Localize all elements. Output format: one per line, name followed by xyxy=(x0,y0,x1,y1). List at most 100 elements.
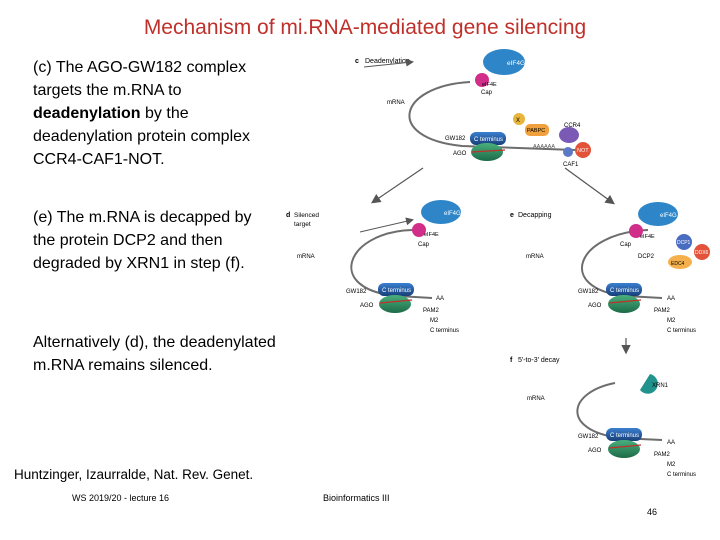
panel-c-mrna-label: mRNA xyxy=(387,100,405,106)
panel-c-caf1-label: CAF1 xyxy=(563,162,579,168)
panel-c-letter: c xyxy=(355,58,359,65)
panel-d-pam2-label: PAM2 xyxy=(423,308,440,314)
panel-c-x-label: X xyxy=(516,118,520,124)
panel-c-eif4e xyxy=(475,73,489,87)
panel-c-ccr4 xyxy=(559,127,579,143)
panel-c-ccr4-label: CCR4 xyxy=(564,123,581,129)
arrow-c-to-e xyxy=(564,167,615,205)
panel-c-not-label: NOT xyxy=(577,148,589,154)
panel-c-eif4e-label: eIF4E xyxy=(482,82,497,88)
panel-e-ddx6 xyxy=(694,244,710,260)
panel-e-dcp2-label: DCP2 xyxy=(638,254,655,260)
panel-c-pointer-arrow xyxy=(363,58,414,68)
panel-f-ago xyxy=(608,440,640,458)
panel-d-title-line1: Silenced xyxy=(294,212,319,219)
arrow-c-to-d xyxy=(371,167,424,204)
panel-d-mirna xyxy=(379,299,413,304)
panel-d-gw182-label: GW182 xyxy=(346,289,367,295)
panel-e-edc4-label: EDC4 xyxy=(671,261,685,267)
panel-c-mrna-strand xyxy=(408,81,576,151)
panel-d-silenced: d Silenced target eIF4G eIF4E Cap mRNA C… xyxy=(286,200,461,334)
panel-f-cterm-label: C terminus xyxy=(667,472,696,478)
panel-e-m2-label: M2 xyxy=(667,318,676,324)
panel-f-xrn1-label: XRN1 xyxy=(652,383,669,389)
panel-f-gw182 xyxy=(606,428,642,441)
panel-d-c-terminus-label: C terminus xyxy=(382,288,411,294)
panel-e-edc4 xyxy=(668,255,692,269)
panel-c-cap-label: Cap xyxy=(481,90,493,96)
panel-c-polya-label: AAAAAA xyxy=(533,144,555,150)
panel-d-m2-label: M2 xyxy=(430,318,439,324)
panel-e-ddx6-label: DDX6 xyxy=(695,250,709,256)
panel-d-title-line2: target xyxy=(294,221,311,228)
panel-c-gw182 xyxy=(470,132,506,145)
panel-f-letter: f xyxy=(510,357,513,364)
panel-c-deadenylation: c Deadenylation eIF4G eIF4E Cap mRNA C t… xyxy=(355,49,591,168)
panel-c-not xyxy=(575,142,591,158)
panel-d-ago-label: AGO xyxy=(360,303,374,309)
panel-d-letter: d xyxy=(286,212,290,219)
citation: Huntzinger, Izaurralde, Nat. Rev. Genet. xyxy=(14,467,254,482)
panel-c-caf1 xyxy=(563,147,573,157)
panel-e-c-terminus-label: C terminus xyxy=(610,288,639,294)
panel-c-gw182-label: GW182 xyxy=(445,136,466,142)
panel-f-title: 5′-to-3′ decay xyxy=(518,357,560,364)
panel-e-decapping: e Decapping eIF4G eIF4E Cap DCP1 DDX6 ED… xyxy=(510,202,710,334)
panel-e-dcp1-label: DCP1 xyxy=(677,240,691,246)
panel-d-mrna-label: mRNA xyxy=(297,254,315,260)
panel-e-eif4e-label: eIF4E xyxy=(640,234,655,240)
panel-e-gw182 xyxy=(606,283,642,296)
slide-title: Mechanism of mi.RNA-mediated gene silenc… xyxy=(143,16,587,39)
panel-e-dcp1 xyxy=(676,234,692,250)
panel-c-title: Deadenylation xyxy=(365,58,410,65)
paragraph-silenced: Alternatively (d), the deadenylated m.RN… xyxy=(33,334,276,374)
panel-e-mirna xyxy=(608,299,642,304)
panel-f-gw182-label: GW182 xyxy=(578,434,599,440)
footer-topic: Bioinformatics III xyxy=(323,493,390,503)
footer-course: WS 2019/20 - lecture 16 xyxy=(72,493,170,503)
panel-e-pam2-label: PAM2 xyxy=(654,308,671,314)
p1-text-a: (c) The AGO-GW182 complex targets the m.… xyxy=(33,59,247,99)
panel-f-pam2-label: PAM2 xyxy=(654,452,671,458)
panel-c-pabpc xyxy=(525,124,549,136)
panel-c-c-terminus-label: C terminus xyxy=(474,137,503,143)
p1-text-b: by the deadenylation protein complex CCR… xyxy=(33,105,251,168)
panel-e-gw182-label: GW182 xyxy=(578,289,599,295)
panel-c-ago-label: AGO xyxy=(453,151,467,157)
panel-f-m2-label: M2 xyxy=(667,462,676,468)
panel-e-cterm-label: C terminus xyxy=(667,328,696,334)
panel-f-ago-label: AGO xyxy=(588,448,602,454)
panel-e-eif4e xyxy=(629,224,643,238)
panel-d-eif4e xyxy=(412,223,426,237)
panel-d-cterm-label: C terminus xyxy=(430,328,459,334)
panel-d-cap-label: Cap xyxy=(418,242,430,248)
paragraph-deadenylation: (c) The AGO-GW182 complex targets the m.… xyxy=(33,56,278,171)
panel-f-xrn1 xyxy=(640,374,658,394)
panel-d-aa-label: AA xyxy=(436,296,444,302)
panel-d-gw182 xyxy=(378,283,414,296)
panel-c-x-protein xyxy=(513,113,525,125)
panel-e-mrna-label: mRNA xyxy=(526,254,544,260)
p1-bold-term: deadenylation xyxy=(33,105,141,122)
panel-c-eif4g xyxy=(483,49,525,75)
panel-e-eif4g xyxy=(638,202,678,226)
panel-e-aa-label: AA xyxy=(667,296,675,302)
paragraph-decapping: (e) The m.RNA is decapped by the protein… xyxy=(33,209,252,272)
panel-f-mirna xyxy=(608,444,642,449)
panel-e-eif4g-label: eIF4G xyxy=(660,213,677,219)
panel-c-eif4g-label: eIF4G xyxy=(507,60,525,67)
panel-e-cap-label: Cap xyxy=(620,242,632,248)
panel-d-ago xyxy=(379,295,411,313)
panel-e-title: Decapping xyxy=(518,212,552,219)
panel-f-decay: f 5′-to-3′ decay XRN1 mRNA C terminus GW… xyxy=(510,357,696,478)
panel-d-eif4g-label: eIF4G xyxy=(444,211,461,217)
panel-f-aa-label: AA xyxy=(667,440,675,446)
panel-e-ago xyxy=(608,295,640,313)
panel-d-pointer-arrow xyxy=(359,217,414,233)
panel-f-c-terminus-label: C terminus xyxy=(610,433,639,439)
panel-e-letter: e xyxy=(510,212,514,219)
panel-e-ago-label: AGO xyxy=(588,303,602,309)
panel-c-ago xyxy=(471,143,503,161)
panel-d-eif4e-label: eIF4E xyxy=(424,232,439,238)
